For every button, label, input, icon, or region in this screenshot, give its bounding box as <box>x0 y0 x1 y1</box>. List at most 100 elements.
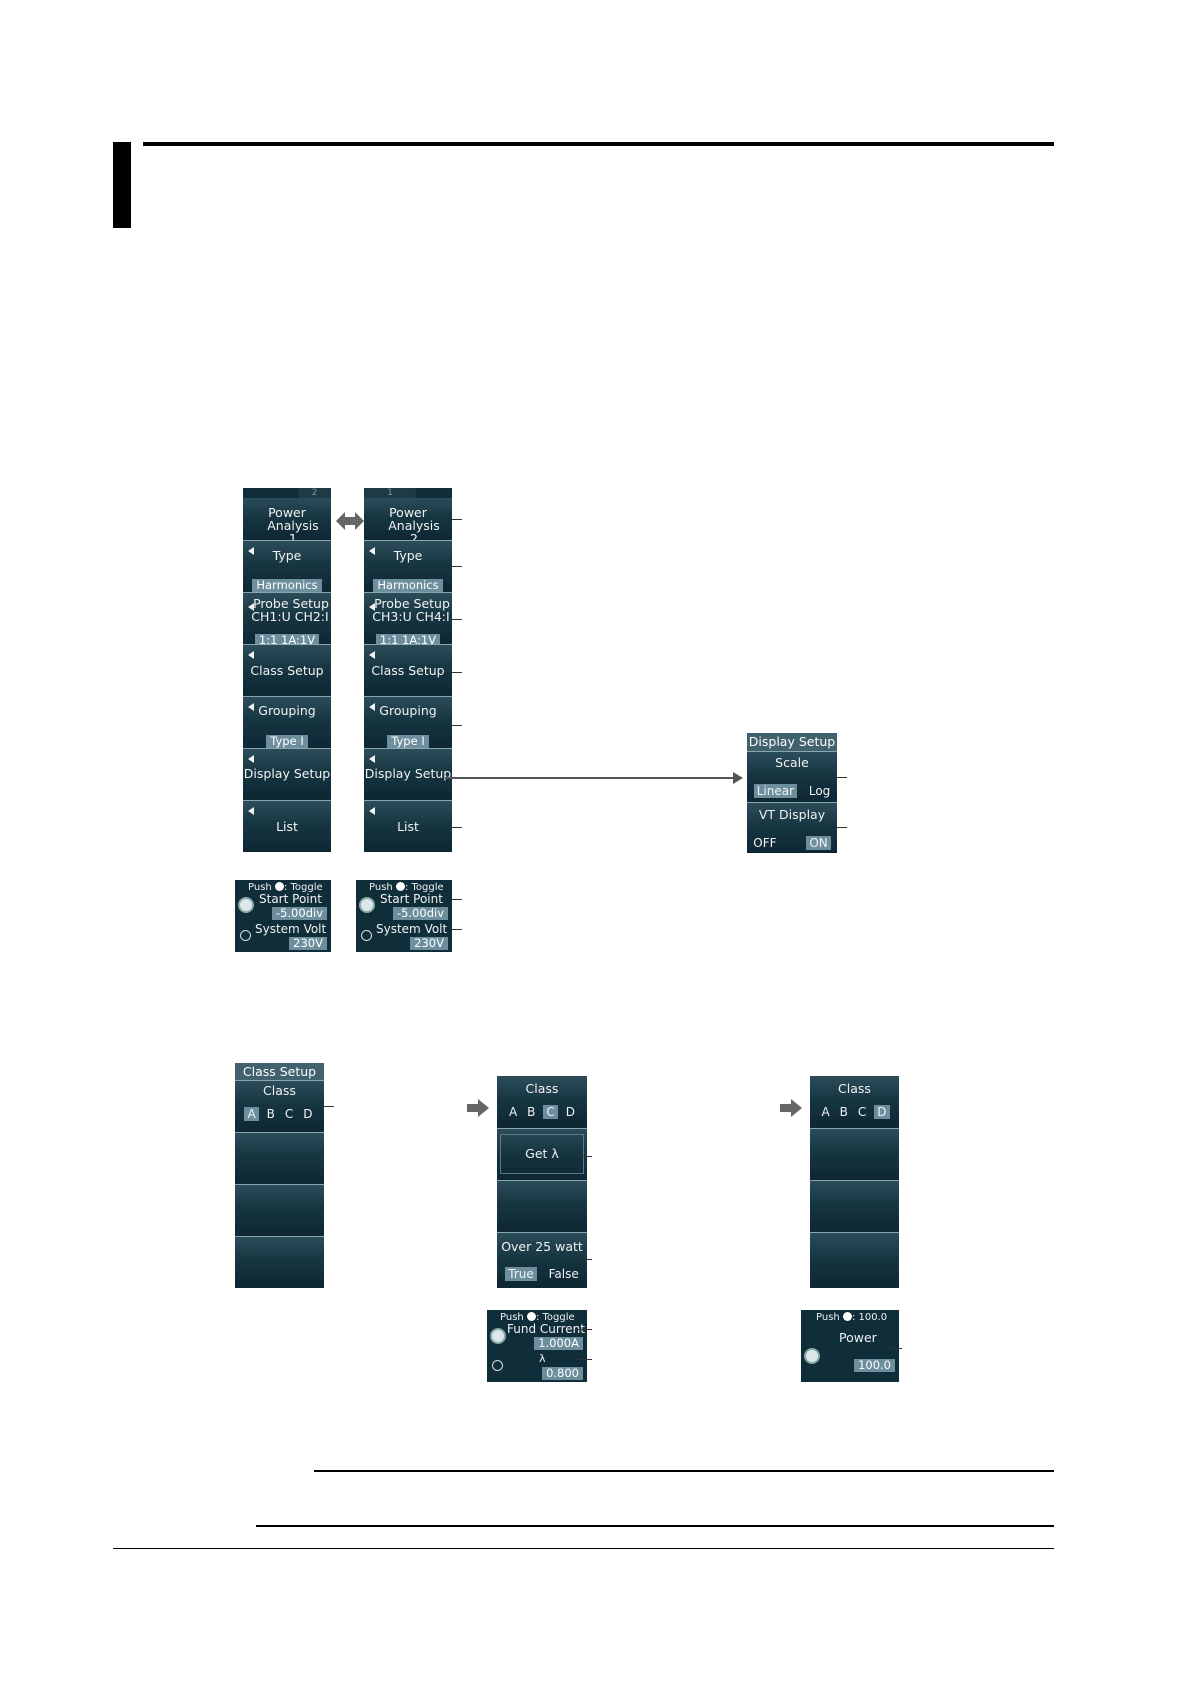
list-label: List <box>276 819 298 834</box>
grouping-value: Type I <box>266 735 308 748</box>
scale-label: Scale <box>775 755 809 770</box>
class-setup-softkey[interactable]: Class Setup <box>364 644 452 696</box>
list-softkey[interactable]: List <box>243 800 331 852</box>
class-option-c[interactable]: C <box>284 1107 294 1121</box>
system-volt-label: System Volt <box>376 922 448 936</box>
class-option-c[interactable]: C <box>857 1105 867 1119</box>
power-analysis-2-menu: 1 Power Analysis 2 Type Harmonics Probe … <box>364 488 452 852</box>
grouping-label: Grouping <box>379 703 437 718</box>
grouping-softkey[interactable]: Grouping Type I <box>364 696 452 748</box>
type-softkey[interactable]: Type Harmonics <box>243 540 331 592</box>
system-volt-value[interactable]: 230V <box>289 937 327 950</box>
start-point-value[interactable]: -5.00div <box>392 907 448 920</box>
class-option-a[interactable]: A <box>244 1107 259 1121</box>
class-option-d[interactable]: D <box>303 1107 313 1121</box>
left-triangle-icon <box>248 547 254 555</box>
tab-1[interactable]: 1 <box>364 488 416 498</box>
get-lambda-label: Get λ <box>525 1146 559 1161</box>
empty-softkey <box>235 1236 324 1288</box>
tab-2[interactable] <box>419 488 452 498</box>
probe-setup-softkey[interactable]: Probe Setup CH3:U CH4:I 1:1 1A:1V <box>364 592 452 647</box>
class-setup-label: Class Setup <box>371 663 445 678</box>
over-25-watt-softkey[interactable]: Over 25 watt True False <box>497 1232 587 1288</box>
power-label: Power <box>839 1330 877 1345</box>
over-25-watt-label: Over 25 watt <box>501 1239 583 1254</box>
class-option-b[interactable]: B <box>839 1105 848 1119</box>
over-option-false[interactable]: False <box>548 1267 579 1281</box>
probe-value: 1:1 1A:1V <box>254 634 320 647</box>
callout-line <box>452 899 462 900</box>
double-arrow-icon <box>336 512 364 530</box>
vt-option-on[interactable]: ON <box>806 836 831 850</box>
class-label: Class <box>525 1081 559 1096</box>
left-triangle-icon <box>248 703 254 711</box>
class-option-b[interactable]: B <box>266 1107 275 1121</box>
callout-line <box>578 1329 592 1330</box>
footer-rule <box>113 1548 1054 1549</box>
display-setup-label: Display Setup <box>364 766 452 781</box>
vt-display-softkey[interactable]: VT Display OFF ON <box>747 802 837 853</box>
knob-icon[interactable] <box>490 1328 506 1344</box>
get-lambda-softkey[interactable]: Get λ <box>497 1128 587 1180</box>
display-setup-softkey[interactable]: Display Setup <box>243 748 331 800</box>
class-option-d[interactable]: D <box>874 1105 890 1119</box>
grouping-softkey[interactable]: Grouping Type I <box>243 696 331 748</box>
toggle-label: : Toggle <box>404 882 444 893</box>
list-softkey[interactable]: List <box>364 800 452 852</box>
empty-softkey <box>235 1184 324 1236</box>
class-option-c[interactable]: C <box>543 1105 558 1119</box>
get-lambda-button[interactable]: Get λ <box>500 1134 584 1174</box>
jog-dial-icon[interactable] <box>240 930 251 941</box>
callout-line <box>452 566 462 567</box>
display-setup-softkey[interactable]: Display Setup <box>364 748 452 800</box>
scale-option-log[interactable]: Log <box>808 784 831 798</box>
left-triangle-icon <box>369 703 375 711</box>
tab-2[interactable]: 2 <box>298 488 331 498</box>
left-triangle-icon <box>369 755 375 763</box>
start-point-value[interactable]: -5.00div <box>271 907 327 920</box>
scale-option-linear[interactable]: Linear <box>753 784 798 798</box>
callout-line <box>890 1348 902 1349</box>
lambda-value[interactable]: 0.800 <box>542 1367 583 1380</box>
class-option-b[interactable]: B <box>527 1105 536 1119</box>
probe-channels: CH3:U CH4:I <box>372 609 450 624</box>
title-line-1: Power <box>389 505 427 520</box>
fund-current-value[interactable]: 1.000A <box>534 1337 583 1350</box>
knob-panel-2: Push : Toggle Start Point -5.00div Syste… <box>356 880 452 952</box>
class-option-a[interactable]: A <box>508 1105 518 1119</box>
tab-1[interactable] <box>243 488 295 498</box>
knob-icon[interactable] <box>804 1348 820 1364</box>
class-label: Class <box>263 1083 296 1098</box>
toggle-label: : Toggle <box>283 882 323 893</box>
push-label: Push <box>816 1312 840 1323</box>
callout-line <box>578 1156 592 1157</box>
section-marker <box>113 142 131 228</box>
jog-dial-icon[interactable] <box>361 930 372 941</box>
start-point-label: Start Point <box>259 892 322 906</box>
callout-line <box>452 929 462 930</box>
class-option-d[interactable]: D <box>565 1105 576 1119</box>
scale-softkey[interactable]: Scale Linear Log <box>747 751 837 802</box>
push-suffix: : 100.0 <box>851 1312 888 1323</box>
vt-option-off[interactable]: OFF <box>753 836 777 850</box>
callout-line <box>324 1106 334 1107</box>
select-knob-icon <box>395 882 405 891</box>
system-volt-value[interactable]: 230V <box>410 937 448 950</box>
jog-dial-icon[interactable] <box>492 1360 503 1371</box>
over-option-true[interactable]: True <box>505 1267 537 1281</box>
start-point-label: Start Point <box>380 892 443 906</box>
class-option-a[interactable]: A <box>821 1105 830 1119</box>
power-analysis-2-title: Power Analysis 2 <box>364 498 452 545</box>
knob-icon[interactable] <box>238 897 254 913</box>
callout-line <box>452 672 462 673</box>
left-triangle-icon <box>248 755 254 763</box>
power-value[interactable]: 100.0 <box>854 1359 895 1372</box>
class-setup-softkey[interactable]: Class Setup <box>243 644 331 696</box>
probe-setup-softkey[interactable]: Probe Setup CH1:U CH2:I 1:1 1A:1V <box>243 592 331 647</box>
select-knob-icon <box>526 1312 536 1321</box>
knob-icon[interactable] <box>359 897 375 913</box>
type-softkey[interactable]: Type Harmonics <box>364 540 452 592</box>
